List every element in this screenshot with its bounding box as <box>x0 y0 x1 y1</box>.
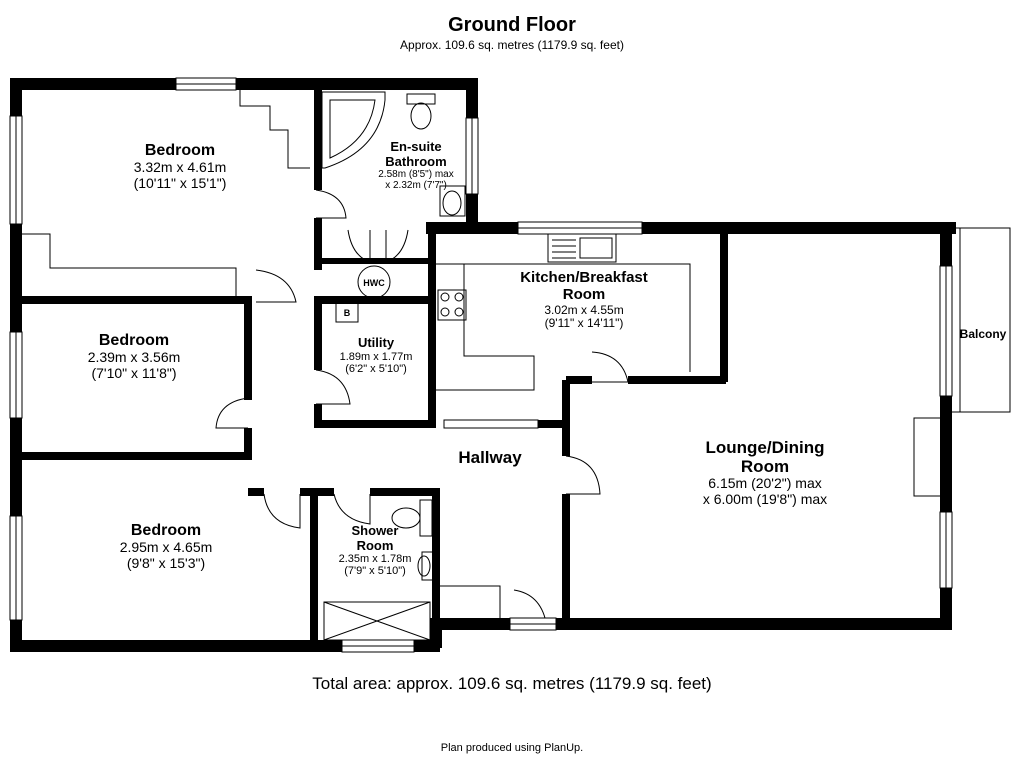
room-name: Bedroom <box>130 522 202 539</box>
room-name-line2: Room <box>356 537 394 553</box>
front-door-swing <box>513 589 547 623</box>
room-dimensions-imperial: (9'8" x 15'3") <box>126 554 206 571</box>
room-dimensions: 2.95m x 4.65m <box>119 538 213 555</box>
hall-cupboard <box>438 585 501 618</box>
room-dimensions-imperial: (6'2" x 5'10") <box>345 362 407 375</box>
room-name-line2: Bathroom <box>385 153 447 169</box>
room-dimensions-line2: x 6.00m (19'8") max <box>702 490 828 507</box>
bedroom2-door-swing <box>215 397 249 429</box>
room-dimensions-imperial: (7'10" x 11'8") <box>91 364 177 381</box>
shower-room-label: Shower Room 2.35m x 1.78m (7'9" x 5'10") <box>322 523 428 578</box>
bedroom3-door-swing <box>263 493 301 529</box>
ensuite-cistern <box>406 93 436 105</box>
bedroom1-label: Bedroom 3.32m x 4.61m (10'11" x 15'1") <box>100 142 260 191</box>
kitchen-counter-top <box>436 263 691 372</box>
hallway-label: Hallway <box>440 448 540 467</box>
total-area: Total area: approx. 109.6 sq. metres (11… <box>312 674 712 693</box>
room-name: Bedroom <box>98 332 170 349</box>
room-dimensions: 3.02m x 4.55m <box>544 302 624 317</box>
room-dimensions-imperial: (10'11" x 15'1") <box>133 174 227 191</box>
room-dimensions: 3.32m x 4.61m <box>133 158 227 175</box>
room-name-line1: En-suite <box>390 139 442 154</box>
hob <box>437 289 467 321</box>
kitchen-counter-left <box>436 264 535 391</box>
ensuite-door-left-swing <box>347 229 371 263</box>
boiler-label: B <box>344 308 351 318</box>
utility-door-swing <box>315 369 351 405</box>
kitchen-label: Kitchen/Breakfast Room 3.02m x 4.55m (9'… <box>494 269 674 331</box>
wardrobe-outline <box>239 88 310 169</box>
room-dimensions: 1.89m x 1.77m <box>339 350 413 363</box>
lounge-door-swing <box>565 455 601 495</box>
bedroom-built-in-outline <box>20 233 237 296</box>
ensuite-door-right-swing <box>385 229 409 263</box>
bedroom1-door-swing <box>315 189 347 219</box>
bedroom2-label: Bedroom 2.39m x 3.56m (7'10" x 11'8") <box>54 332 214 381</box>
room-dimensions-imperial: (9'11" x 14'11") <box>544 316 624 331</box>
room-name: Utility <box>357 335 395 350</box>
room-dimensions: 2.39m x 3.56m <box>87 348 181 365</box>
floor-title: Ground Floor <box>448 14 576 36</box>
window-sills <box>15 83 947 647</box>
hwc-label: HWC <box>363 278 385 288</box>
shower-toilet <box>391 507 421 529</box>
kitchen-door-swing <box>591 351 629 383</box>
utility-label: Utility 1.89m x 1.77m (6'2" x 5'10") <box>324 335 428 375</box>
room-dimensions-line1: 2.58m (8'5") max <box>378 169 454 181</box>
room-name: Bedroom <box>144 142 216 159</box>
kitchen-sink-bowl <box>579 237 613 259</box>
room-name-line1: Kitchen/Breakfast <box>520 269 648 286</box>
room-name: Balcony <box>959 327 1007 341</box>
room-name-line2: Room <box>562 285 606 303</box>
ensuite-label: En-suite Bathroom 2.58m (8'5") max x 2.3… <box>348 139 484 192</box>
room-name: Hallway <box>458 448 522 467</box>
room-name-line2: Room <box>740 457 790 477</box>
room-name-line1: Lounge/Dining <box>705 438 825 457</box>
shower-door-swing <box>333 493 371 525</box>
balcony-label: Balcony <box>950 327 1016 341</box>
plan-header: Ground Floor Approx. 109.6 sq. metres (1… <box>0 12 1024 52</box>
bedroom3-label: Bedroom 2.95m x 4.65m (9'8" x 15'3") <box>86 522 246 571</box>
shower-basin <box>417 555 431 577</box>
ensuite-toilet-bowl <box>410 102 432 130</box>
lounge-label: Lounge/Dining Room 6.15m (20'2") max x 6… <box>660 438 870 507</box>
fixture-lines <box>20 88 1011 641</box>
balcony-outline <box>948 227 1011 413</box>
walls <box>10 78 956 652</box>
plan-credit: Plan produced using PlanUp. <box>440 742 584 754</box>
room-dimensions-line2: x 2.32m (7'7") <box>385 180 447 192</box>
room-dimensions-imperial: (7'9" x 5'10") <box>344 565 406 578</box>
floor-area-subtitle: Approx. 109.6 sq. metres (1179.9 sq. fee… <box>400 38 624 52</box>
room-dimensions: 2.35m x 1.78m <box>338 553 412 566</box>
ensuite-basin-frame <box>439 185 466 217</box>
room-dimensions-line1: 6.15m (20'2") max <box>708 475 822 492</box>
hall-bedroom1-door-swing <box>255 269 297 303</box>
ensuite-basin <box>442 190 462 216</box>
room-name-line1: Shower <box>351 523 399 538</box>
ensuite-bath-inner <box>329 99 376 159</box>
fireplace <box>913 417 945 497</box>
ensuite-bath <box>321 91 386 169</box>
